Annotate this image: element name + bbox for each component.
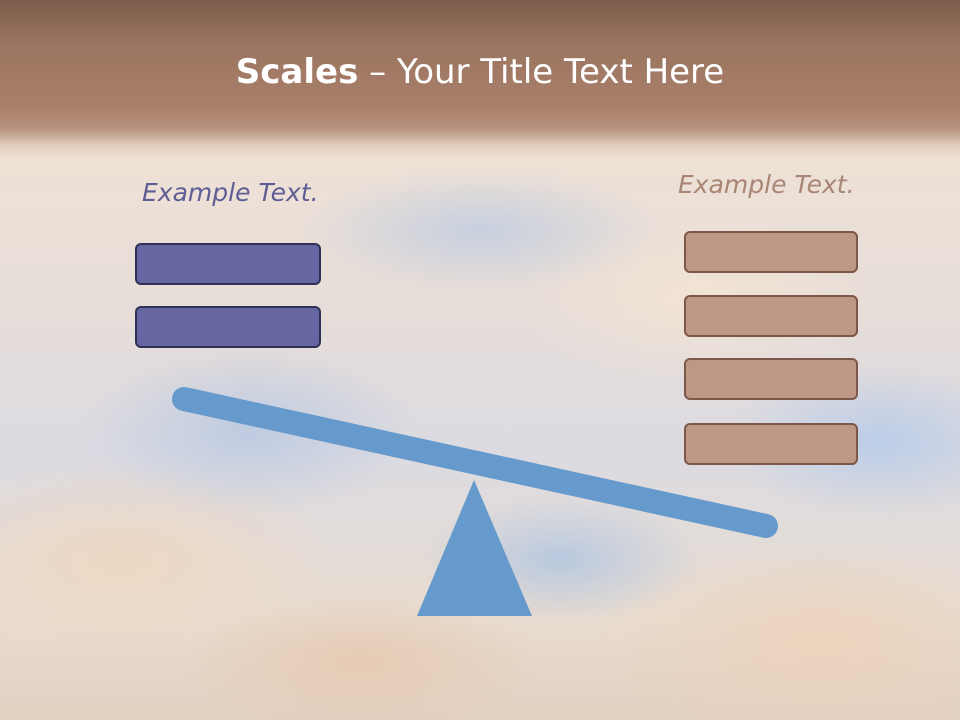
- right-text-box-1[interactable]: [684, 231, 858, 273]
- title-text: – Your Title Text Here: [358, 52, 725, 92]
- title-bold-word: Scales: [235, 52, 359, 92]
- left-text-box-2[interactable]: [135, 306, 321, 348]
- left-example-text: Example Text.: [142, 178, 319, 207]
- slide-title: Scales – Your Title Text Here: [0, 52, 960, 92]
- title-bar: [0, 0, 960, 160]
- right-text-box-3[interactable]: [684, 358, 858, 400]
- scale-fulcrum: [417, 480, 532, 616]
- left-text-box-1[interactable]: [135, 243, 321, 285]
- right-example-text: Example Text.: [678, 170, 855, 199]
- scale-beam: [172, 387, 778, 538]
- right-text-box-2[interactable]: [684, 295, 858, 337]
- right-text-box-4[interactable]: [684, 423, 858, 465]
